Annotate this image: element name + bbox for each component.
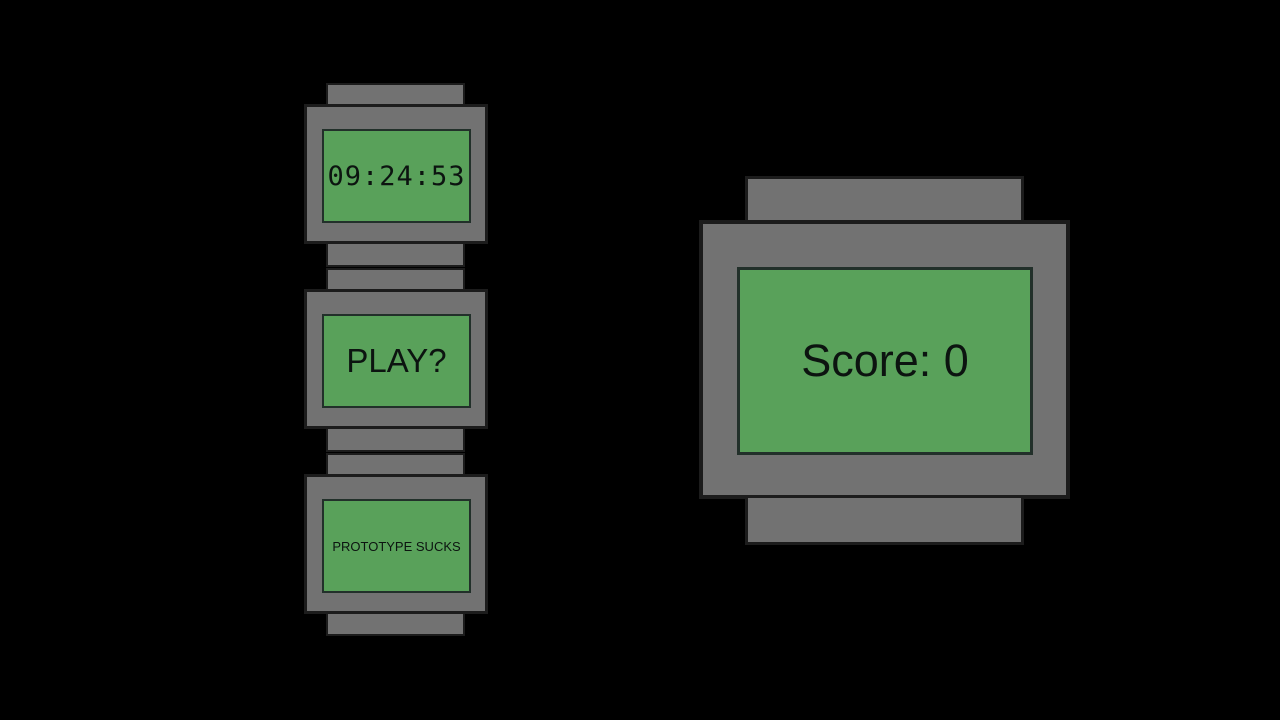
clock-screen: 09:24:53	[322, 129, 471, 223]
clock-time: 09:24:53	[327, 160, 466, 192]
score-watch-bottom-band	[745, 495, 1024, 545]
score-watch-case: Score: 0	[699, 220, 1070, 499]
clock-watch-bottom-band	[326, 242, 465, 267]
play-label: PLAY?	[346, 342, 447, 379]
message-watch-bottom-band	[326, 612, 465, 636]
play-watch-bottom-band	[326, 427, 465, 452]
clock-watch-case: 09:24:53	[304, 104, 488, 244]
play-button[interactable]: PLAY?	[304, 289, 488, 429]
score-watch-top-band	[745, 176, 1024, 224]
message-text: PROTOTYPE SUCKS	[332, 538, 461, 554]
score-screen: Score: 0	[737, 267, 1033, 455]
message-watch-case: PROTOTYPE SUCKS	[304, 474, 488, 614]
play-screen[interactable]: PLAY?	[322, 314, 471, 408]
message-screen: PROTOTYPE SUCKS	[322, 499, 471, 593]
play-watch-top-band	[326, 268, 465, 292]
score-display: Score: 0	[801, 335, 969, 386]
